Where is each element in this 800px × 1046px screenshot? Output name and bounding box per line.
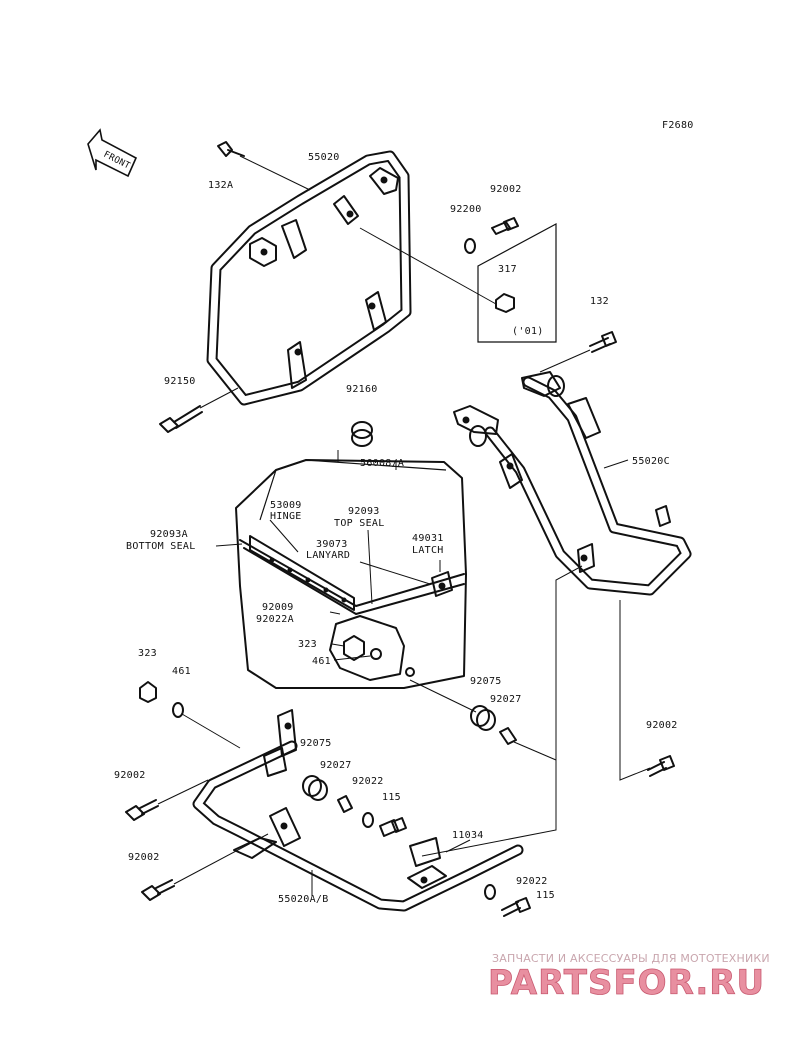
label-49031: 49031 [412, 533, 444, 544]
watermark-subtitle: ЗАПЧАСТИ И АКСЕССУАРЫ ДЛЯ МОТОТЕХНИКИ [492, 952, 770, 965]
washer-461 [172, 702, 184, 718]
label-lanyard: LANYARD [306, 550, 350, 561]
label-hinge: HINGE [270, 511, 302, 522]
label-92002-left-2: 92002 [128, 852, 160, 863]
label-latch: LATCH [412, 545, 444, 556]
watermark-brand: PARTSFOR.RU [488, 963, 765, 1003]
watermark: ЗАПЧАСТИ И АКСЕССУАРЫ ДЛЯ МОТОТЕХНИКИ PA… [488, 952, 770, 1003]
label-92002-left-1: 92002 [114, 770, 146, 781]
bolt-92002-left-2 [141, 879, 175, 901]
label-92027-left: 92027 [320, 760, 352, 771]
bolt-115-bottom [501, 897, 531, 917]
label-92022-left: 92022 [352, 776, 384, 787]
label-132: 132 [590, 296, 609, 307]
upper-frame-55020 [206, 150, 412, 406]
label-55020: 55020 [308, 152, 340, 163]
label-bottomseal: BOTTOM SEAL [126, 541, 196, 552]
nut-323-left [139, 681, 157, 703]
bolt-115-top [379, 817, 407, 837]
label-132a: 132A [208, 180, 233, 191]
label-92075-left: 92075 [300, 738, 332, 749]
grommet-92160 [351, 421, 373, 447]
label-92009: 92009 [262, 602, 294, 613]
box-56008a [235, 459, 467, 689]
label-92027-right: 92027 [490, 694, 522, 705]
label-317: 317 [498, 264, 517, 275]
label-39073: 39073 [316, 539, 348, 550]
bottom-frame-55020ab [192, 709, 524, 912]
collar-92027-right [499, 727, 517, 745]
label-92093a: 92093A [150, 529, 188, 540]
label-92160: 92160 [346, 384, 378, 395]
label-323: 323 [138, 648, 157, 659]
label-55020ab: 55020A/B [278, 894, 329, 905]
label-323-box: 323 [298, 639, 317, 650]
callout-labels: 55020 132A 92002 92200 317 ('01) 132 921… [114, 152, 678, 905]
grommet-92075-left [302, 775, 328, 801]
label-92200: 92200 [450, 204, 482, 215]
grommet-92075-right [470, 705, 496, 731]
label-115-bottom: 115 [536, 890, 555, 901]
bolt-92002-right [647, 755, 675, 777]
label-461-box: 461 [312, 656, 331, 667]
label-92150: 92150 [164, 376, 196, 387]
bolt-92002-left-1 [125, 799, 159, 821]
label-92022-bottom: 92022 [516, 876, 548, 887]
bracket-11034 [409, 837, 441, 867]
label-53009: 53009 [270, 500, 302, 511]
label-92022a: 92022A [256, 614, 294, 625]
nut-323-box [343, 635, 365, 661]
bolt-92150 [159, 405, 203, 433]
label-topseal: TOP SEAL [334, 518, 385, 529]
label-461: 461 [172, 666, 191, 677]
label-92002-top: 92002 [490, 184, 522, 195]
label-92093: 92093 [348, 506, 380, 517]
label-56008: 56008/A [360, 458, 404, 469]
collar-92027-left [337, 795, 353, 813]
bolt-132a [217, 141, 245, 157]
label-92075-right: 92075 [470, 676, 502, 687]
nut-317 [495, 293, 515, 313]
label-92002-right: 92002 [646, 720, 678, 731]
label-01: ('01) [512, 326, 544, 337]
label-55020c: 55020C [632, 456, 670, 467]
right-frame-55020c [453, 371, 692, 596]
bolt-92002-top [491, 217, 519, 235]
washer-92022-bottom [484, 884, 496, 900]
washer-92022-left [362, 812, 374, 828]
bolt-132 [589, 331, 617, 353]
front-arrow-icon: FRONT [87, 128, 138, 178]
label-11034: 11034 [452, 830, 484, 841]
figure-code: F2680 [662, 120, 694, 131]
label-115-top: 115 [382, 792, 401, 803]
washer-92200 [464, 238, 476, 254]
